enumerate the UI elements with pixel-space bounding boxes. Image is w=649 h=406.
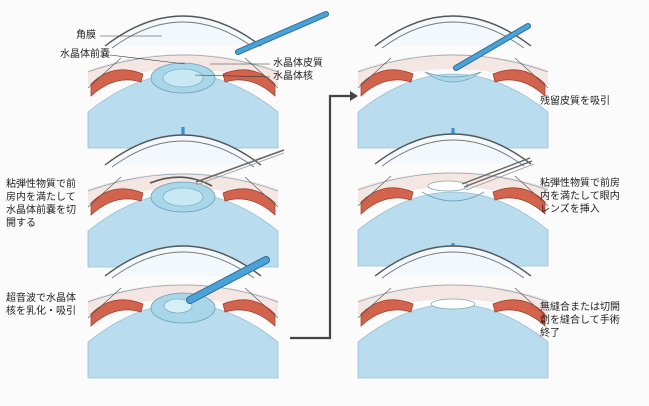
step-caption-closure: 無縫合または切開 創を縫合して手術 終了 [540,301,620,340]
step-caption-capsulotomy: 粘弾性物質で前 房内を満たして 水晶体前嚢を切 開する [6,178,76,230]
step-caption-cortex: 残留皮質を吸引 [540,95,610,108]
label-lens-nucleus: 水晶体核 [273,70,313,83]
label-lens-cortex: 水晶体皮質 [273,57,323,70]
step-caption-phaco: 超音波で水晶体 核を乳化・吸引 [6,292,76,318]
instrument-knife [238,14,326,52]
label-cornea: 角膜 [76,29,96,42]
label-anterior-capsule: 水晶体前嚢 [60,48,110,61]
right-angle-connector [290,96,352,338]
step-caption-iol: 粘弾性物質で前房 内を満たして眼内 レンズを挿入 [540,177,620,216]
intraocular-lens [428,181,468,191]
